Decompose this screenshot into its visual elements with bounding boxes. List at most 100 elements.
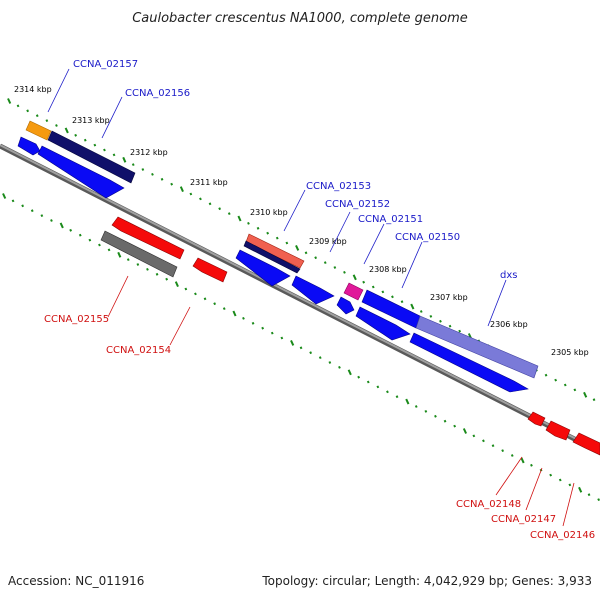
gene-label-ccna-02153[interactable]: CCNA_02153 [306,181,371,192]
tick-mark-minor [482,439,485,443]
tick-mark-minor [414,405,418,408]
tick-mark-minor [323,261,327,265]
tick-mark-minor [146,267,149,271]
gene-label-ccna-02150[interactable]: CCNA_02150 [395,232,460,243]
gene-feature-navy[interactable] [47,130,136,184]
reverse-leader-lines [107,275,575,527]
tick-mark-minor [11,199,15,203]
tick-mark-minor [554,378,558,382]
tick-labels: 2314 kbp 2313 kbp 2312 kbp 2311 kbp 2310… [14,85,589,357]
tick-mark-major [122,156,127,163]
tick-label: 2314 kbp [14,85,52,94]
tick-mark-minor [333,266,337,269]
tick-label: 2312 kbp [130,148,168,157]
tick-mark-minor [304,251,308,255]
tick-label: 2305 kbp [551,348,589,357]
tick-mark-minor [362,280,366,284]
tick-mark-minor [126,258,130,262]
tick-mark-minor [338,365,341,369]
tick-mark-minor [309,351,313,355]
tick-mark-major [295,244,300,251]
tick-mark-major [59,222,64,229]
tick-label: 2311 kbp [190,178,228,187]
forward-genes [17,120,539,393]
tick-mark-minor [266,231,270,235]
gene-label-ccna-02146[interactable]: CCNA_02146 [530,530,595,541]
gene-feature-ccna-02152[interactable] [291,275,335,305]
gene-feature-dxs[interactable] [409,332,529,393]
tick-mark-minor [366,380,370,384]
gene-feature-ccna-02156[interactable] [37,145,125,199]
gene-feature-dxs-start[interactable] [355,306,411,341]
tick-mark-minor [247,221,250,225]
tick-mark-minor [592,398,596,402]
tick-mark-minor [93,143,97,147]
tick-mark-minor [501,449,505,453]
forward-leader-lines [47,68,507,327]
gene-feature-ccna-02154[interactable] [192,257,228,283]
tick-mark-minor [328,361,332,364]
tick-mark-minor [285,241,289,245]
gene-feature-navy-thin[interactable] [243,240,301,274]
gene-label-ccna-02147[interactable]: CCNA_02147 [491,514,556,525]
tick-mark-minor [45,119,49,123]
tick-label: 2313 kbp [72,116,110,125]
topology-text: Topology: circular; Length: 4,042,929 bp… [261,574,592,588]
tick-mark-minor [424,409,428,413]
tick-mark-major [117,251,122,258]
tick-mark-minor [510,454,514,457]
gene-label-dxs[interactable]: dxs [500,270,517,281]
tick-mark-minor [391,295,394,299]
tick-mark-major [410,303,415,310]
tick-mark-minor [194,292,197,296]
tick-label: 2308 kbp [369,265,407,274]
tick-mark-minor [395,395,399,399]
tick-mark-minor [549,473,553,477]
tick-mark-minor [30,209,34,213]
gene-feature-ccna-02157[interactable] [17,136,41,156]
map-title: Caulobacter crescentus NA1000, complete … [132,11,468,26]
gene-label-ccna-02154[interactable]: CCNA_02154 [106,345,171,356]
gene-feature-small[interactable] [336,296,355,315]
tick-mark-minor [40,214,44,218]
tick-mark-minor [587,493,591,497]
gene-feature-gray[interactable] [100,230,178,278]
gene-feature-ccna-02148[interactable] [527,411,546,427]
gene-feature-magenta[interactable] [343,282,364,301]
tick-mark-minor [357,375,361,379]
tick-mark-major [290,339,295,346]
gene-feature-ccna-02155[interactable] [111,216,185,260]
tick-mark-minor [227,212,231,216]
gene-label-ccna-02156[interactable]: CCNA_02156 [125,88,190,99]
tick-mark-minor [50,219,53,222]
gene-label-ccna-02155[interactable]: CCNA_02155 [44,314,109,325]
tick-mark-major [237,215,242,222]
accession-text: Accession: NC_011916 [8,574,144,588]
gene-feature-ccna-02146[interactable] [572,432,600,456]
tick-mark-minor [21,204,25,208]
gene-label-ccna-02151[interactable]: CCNA_02151 [358,214,423,225]
tick-mark-minor [98,243,101,247]
tick-mark-minor [275,236,279,240]
tick-mark-minor [136,263,140,266]
gene-feature-ccna-02150[interactable] [415,315,539,379]
gene-feature-orange[interactable] [25,120,52,141]
gene-label-ccna-02157[interactable]: CCNA_02157 [73,59,138,70]
tick-label: 2310 kbp [250,208,288,217]
tick-mark-minor [443,419,447,423]
reverse-gene-labels: CCNA_02155 CCNA_02154 CCNA_02148 CCNA_02… [44,314,595,541]
tick-mark-minor [299,346,303,350]
gene-feature-ccna-02153[interactable] [235,249,291,287]
tick-mark-minor [434,414,437,418]
tick-mark-minor [261,326,265,330]
gene-label-ccna-02148[interactable]: CCNA_02148 [456,499,521,510]
gene-feature-ccna-02147[interactable] [545,420,571,441]
tick-mark-major [2,193,7,199]
gene-label-ccna-02152[interactable]: CCNA_02152 [325,199,390,210]
tick-mark-minor [439,319,442,323]
genome-backbone-highlight [0,144,600,452]
tick-mark-minor [314,256,318,260]
tick-mark-minor [69,228,73,232]
forward-gene-labels: CCNA_02157 CCNA_02156 CCNA_02153 CCNA_02… [73,59,517,281]
tick-mark-minor [568,483,572,487]
